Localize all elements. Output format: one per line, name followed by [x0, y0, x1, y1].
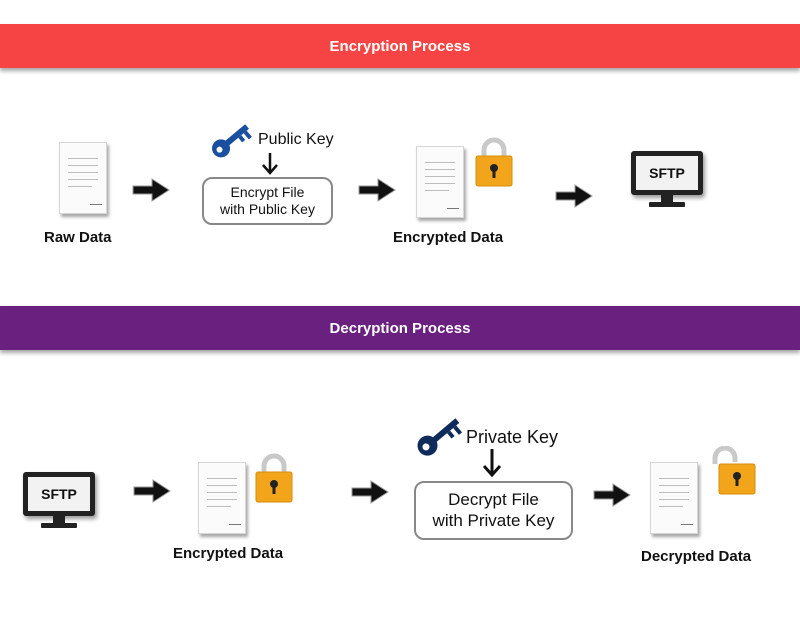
flow-arrow-icon [351, 480, 389, 504]
raw-data-label: Raw Data [44, 229, 112, 246]
private-key-icon [417, 418, 463, 456]
sftp-label: SFTP [649, 165, 685, 181]
decrypt-file-box: Decrypt File with Private Key [414, 481, 573, 540]
decrypt-box-line1: Decrypt File [448, 490, 539, 510]
sftp-server-monitor-icon: SFTP [23, 472, 95, 528]
encrypted-data-label: Encrypted Data [173, 545, 284, 562]
decrypted-data-label: Decrypted Data [641, 548, 752, 565]
encrypted-data-label: Encrypted Data [393, 229, 504, 246]
flow-arrow-icon [133, 479, 171, 503]
down-arrow-icon [482, 449, 502, 478]
sftp-label: SFTP [41, 486, 77, 502]
private-key-label: Private Key [466, 427, 559, 447]
encrypt-box-line2: with Public Key [220, 201, 315, 217]
closed-lock-icon [475, 137, 513, 187]
flow-arrow-icon [132, 178, 170, 202]
sftp-server-monitor-icon: SFTP [631, 151, 703, 207]
public-key-label: Public Key [258, 131, 334, 148]
encrypted-document-icon [198, 462, 246, 534]
encryption-process-title: Encryption Process [329, 37, 471, 55]
flow-arrow-icon [358, 178, 396, 202]
encrypt-box-line1: Encrypt File [230, 184, 305, 201]
down-arrow-icon [262, 153, 278, 175]
decryption-process-title: Decryption Process [329, 319, 471, 337]
encrypt-file-box: Encrypt File with Public Key [202, 177, 333, 225]
public-key-icon [212, 124, 252, 158]
flow-arrow-icon [555, 184, 593, 208]
decrypt-box-line2: with Private Key [432, 510, 555, 530]
flow-arrow-icon [593, 483, 631, 507]
raw-data-document-icon [59, 142, 107, 214]
closed-lock-icon [255, 453, 293, 503]
decrypted-document-icon [650, 462, 698, 534]
open-lock-icon [712, 446, 756, 495]
encrypted-document-icon [416, 146, 464, 218]
encryption-process-banner: Encryption Process [0, 24, 800, 68]
decryption-process-banner: Decryption Process [0, 306, 800, 350]
